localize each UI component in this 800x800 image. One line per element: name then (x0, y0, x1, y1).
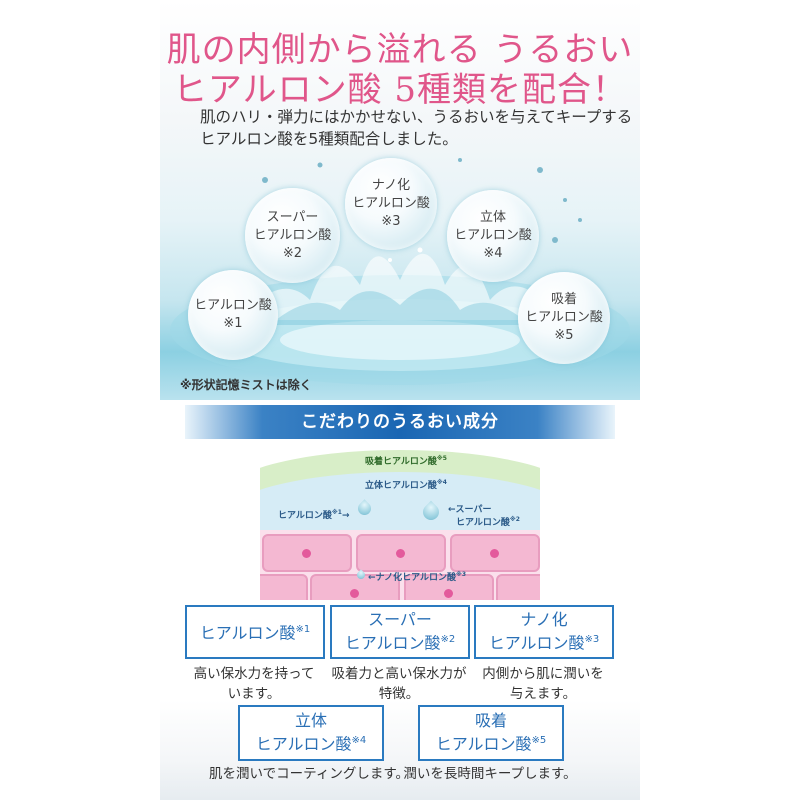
card-title-2: ヒアルロン酸※3 (488, 633, 600, 653)
intro-line-2: ヒアルロン酸を5種類配合しました。 (200, 130, 458, 148)
bubble-hyaluronic-acid: ヒアルロン酸 ※1 (188, 270, 278, 360)
card-nano-hyaluronic-acid: ナノ化 ヒアルロン酸※3 (474, 605, 614, 659)
card-adsorption-hyaluronic-acid: 吸着 ヒアルロン酸※5 (418, 705, 564, 761)
skin-diagram: 吸着ヒアルロン酸※5 立体ヒアルロン酸※4 ヒアルロン酸※1→ ←スーパー ヒア… (260, 450, 540, 600)
card-desc-nano-hyaluronic-acid: 内側から肌に潤いを与えます。 (482, 666, 604, 702)
card-desc-hyaluronic-acid: 高い保水力を持っています。 (193, 666, 315, 702)
bubble-nano-hyaluronic-acid: ナノ化 ヒアルロン酸 ※3 (345, 158, 437, 250)
bubble-note: ※2 (282, 245, 303, 261)
bubble-label: スーパー (266, 209, 319, 225)
card-title-1: 吸着 (474, 711, 507, 731)
bubble-note: ※3 (381, 214, 401, 229)
card-desc-adsorption-hyaluronic-acid: 潤いを長時間キープします。 (403, 766, 577, 782)
bubble-label: ヒアルロン酸 (352, 196, 430, 211)
bubble-adsorption-hyaluronic-acid: 吸着 ヒアルロン酸 ※5 (518, 272, 610, 364)
label-nano-hyaluronic-acid: ←ナノ化ヒアルロン酸※3 (368, 571, 467, 583)
card-3d-hyaluronic-acid: 立体 ヒアルロン酸※4 (238, 705, 384, 761)
water-splash-illustration (170, 158, 630, 385)
card-title-2: ヒアルロン酸※4 (255, 734, 367, 754)
label-adsorption-layer: 吸着ヒアルロン酸※5 (365, 455, 447, 467)
bubble-label: ヒアルロン酸 (253, 227, 332, 243)
bubble-note: ※5 (554, 328, 574, 343)
footnote: ※形状記憶ミストは除く (180, 378, 312, 392)
bubble-label: ナノ化 (371, 178, 411, 193)
section-banner-background (185, 405, 615, 439)
bottom-mist-background (160, 700, 640, 800)
bubble-label: 立体 (479, 210, 506, 225)
card-title-1: ナノ化 (520, 610, 568, 630)
label-super-hyaluronic-acid: ←スーパー (448, 505, 492, 515)
bubble-label: 吸着 (550, 292, 577, 307)
label-hyaluronic-acid: ヒアルロン酸※1→ (278, 509, 350, 521)
card-desc-3d-hyaluronic-acid: 肌を潤いでコーティングします。 (209, 766, 409, 782)
bubble-3d-hyaluronic-acid: 立体 ヒアルロン酸 ※4 (447, 190, 539, 282)
bubble-label: ヒアルロン酸 (194, 298, 272, 313)
bubble-super-hyaluronic-acid: スーパー ヒアルロン酸 ※2 (245, 188, 340, 283)
headline-line-1: 肌の内側から溢れる うるおい (166, 30, 634, 70)
card-title-1: 立体 (294, 711, 327, 731)
card-title-2: ヒアルロン酸※2 (344, 633, 456, 653)
section-banner-title: こだわりのうるおい成分 (301, 412, 499, 432)
card-title: ヒアルロン酸※1 (199, 623, 311, 643)
card-desc-super-hyaluronic-acid: 吸着力と高い保水力が特徴。 (331, 666, 467, 702)
bubble-label: ヒアルロン酸 (525, 310, 603, 325)
bubble-label: ヒアルロン酸 (454, 228, 532, 243)
card-title-2: ヒアルロン酸※5 (435, 734, 547, 754)
bubble-note: ※4 (483, 246, 503, 261)
bubble-note: ※1 (223, 316, 243, 331)
card-hyaluronic-acid: ヒアルロン酸※1 (185, 605, 325, 659)
headline-line-2: ヒアルロン酸 5種類を配合！ (172, 70, 628, 110)
intro-line-1: 肌のハリ・弾力にはかかせない、うるおいを与えてキープする (200, 108, 633, 126)
card-title-1: スーパー (368, 610, 432, 630)
label-3d-layer: 立体ヒアルロン酸※4 (365, 479, 447, 491)
label-super-hyaluronic-acid-2: ヒアルロン酸※2 (456, 516, 520, 528)
card-super-hyaluronic-acid: スーパー ヒアルロン酸※2 (330, 605, 470, 659)
